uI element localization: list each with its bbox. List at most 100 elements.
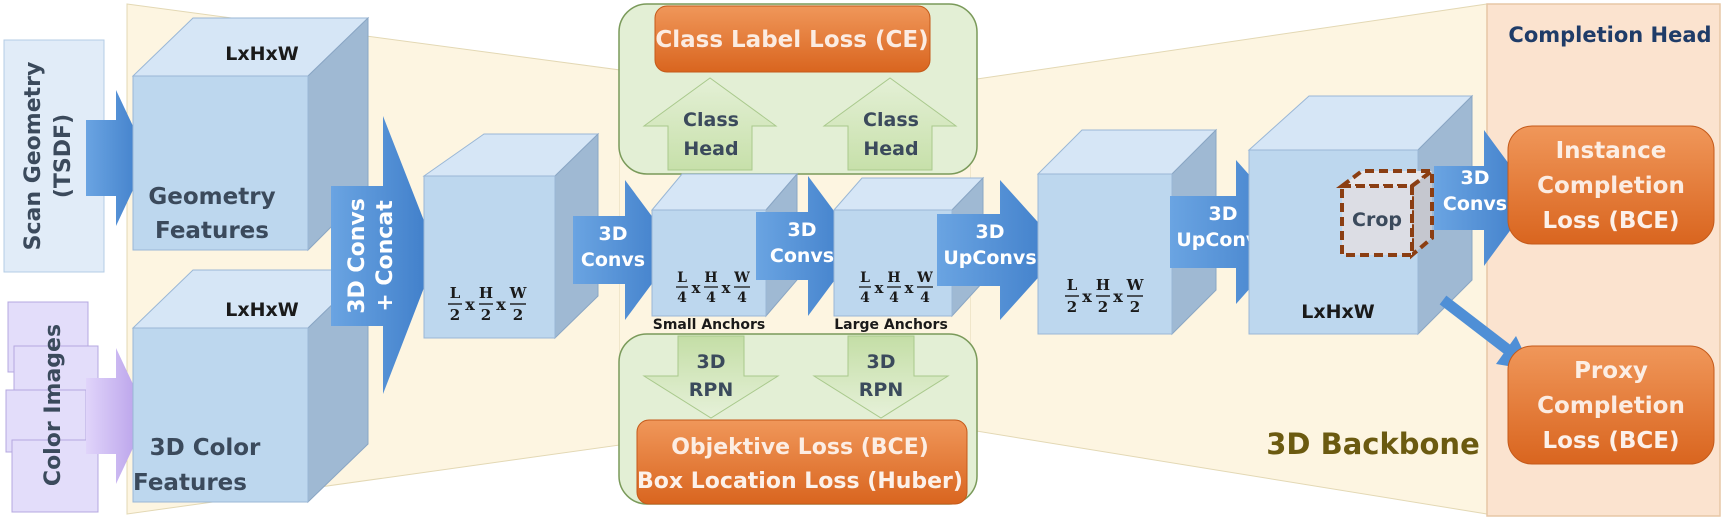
rpn-arrow-1: 3D RPN xyxy=(642,335,780,419)
svg-text:Convs: Convs xyxy=(581,249,645,271)
color-dims-label: LxHxW xyxy=(225,299,299,321)
concat-arrow: 3D Convs + Concat xyxy=(331,116,437,394)
svg-text:W: W xyxy=(509,284,528,302)
svg-text:x: x xyxy=(1113,287,1123,306)
svg-text:H: H xyxy=(887,270,900,286)
color-features-label-2: Features xyxy=(133,470,247,496)
scan-geometry-label-2: (TSDF) xyxy=(51,114,76,198)
svg-text:W: W xyxy=(916,270,933,286)
svg-text:Class: Class xyxy=(683,109,739,131)
svg-text:L: L xyxy=(860,270,870,286)
class-head-arrow-2: Class Head xyxy=(822,77,958,171)
svg-text:x: x xyxy=(496,295,506,314)
svg-text:UpConvs: UpConvs xyxy=(943,247,1036,269)
svg-text:2: 2 xyxy=(450,306,460,324)
svg-text:3D: 3D xyxy=(788,219,817,241)
concat-label-2: + Concat xyxy=(373,200,398,312)
full-res-dims-label: LxHxW xyxy=(1301,301,1375,323)
small-anchors-label: Small Anchors xyxy=(653,317,766,333)
svg-text:3D: 3D xyxy=(867,351,896,373)
crop-label: Crop xyxy=(1352,209,1402,231)
svg-text:L: L xyxy=(677,270,687,286)
quarter-fraction-1: L 4 x H 4 x W 4 xyxy=(676,270,750,306)
svg-text:2: 2 xyxy=(513,306,523,324)
class-head-arrow-1: Class Head xyxy=(642,77,778,171)
concat-label-1: 3D Convs xyxy=(345,198,370,314)
convs-arrow-1: 3D Convs xyxy=(573,180,677,320)
color-features-label-1: 3D Color xyxy=(150,435,261,461)
svg-text:Convs: Convs xyxy=(1443,193,1507,215)
crop-box: Crop xyxy=(1336,167,1438,260)
svg-text:x: x xyxy=(465,295,475,314)
svg-text:4: 4 xyxy=(920,290,930,306)
completion-head-title: Completion Head xyxy=(1508,23,1711,47)
geometry-features-label-2: Features xyxy=(155,218,269,244)
small-anchors-cube: L 4 x H 4 x W 4 xyxy=(650,172,799,318)
svg-text:2: 2 xyxy=(481,306,491,324)
rpn-arrow-2: 3D RPN xyxy=(812,335,950,419)
svg-text:H: H xyxy=(1096,276,1110,294)
box-location-loss-text: Box Location Loss (Huber) xyxy=(637,469,963,494)
svg-text:3D: 3D xyxy=(1461,167,1490,189)
svg-text:Instance: Instance xyxy=(1556,138,1667,164)
instance-completion-loss-box: Instance Completion Loss (BCE) xyxy=(1507,125,1715,245)
svg-text:x: x xyxy=(1082,287,1092,306)
svg-text:3D: 3D xyxy=(599,223,628,245)
svg-text:4: 4 xyxy=(677,290,687,306)
svg-text:UpConvs: UpConvs xyxy=(1176,229,1269,251)
svg-text:H: H xyxy=(704,270,717,286)
proxy-completion-loss-box: Proxy Completion Loss (BCE) xyxy=(1507,345,1715,465)
svg-text:RPN: RPN xyxy=(689,379,733,401)
geometry-features-cube: LxHxW Geometry Features xyxy=(131,16,370,252)
color-images-input: Color Images xyxy=(5,301,99,513)
half-fraction-1: L 2 x H 2 x W 2 xyxy=(448,284,528,324)
svg-text:2: 2 xyxy=(1098,298,1108,316)
svg-text:Convs: Convs xyxy=(770,245,834,267)
svg-text:Head: Head xyxy=(863,138,918,160)
svg-text:4: 4 xyxy=(706,290,716,306)
class-label-loss-text: Class Label Loss (CE) xyxy=(655,27,928,53)
half-fraction-2: L 2 x H 2 x W 2 xyxy=(1065,276,1145,316)
svg-text:H: H xyxy=(479,284,493,302)
svg-text:Loss (BCE): Loss (BCE) xyxy=(1543,428,1680,454)
svg-text:Completion: Completion xyxy=(1537,173,1685,199)
color-images-arrow xyxy=(86,348,148,484)
svg-text:x: x xyxy=(875,279,885,297)
rpn-loss-box: Objektive Loss (BCE) Box Location Loss (… xyxy=(636,419,968,505)
geometry-features-label-1: Geometry xyxy=(148,184,275,210)
svg-text:4: 4 xyxy=(860,290,870,306)
svg-text:2: 2 xyxy=(1067,298,1077,316)
svg-text:3D: 3D xyxy=(1209,203,1238,225)
color-images-label: Color Images xyxy=(41,324,66,486)
objective-loss-text: Objektive Loss (BCE) xyxy=(671,435,929,460)
half-res-cube-1: L 2 x H 2 x W 2 xyxy=(422,132,600,340)
svg-text:L: L xyxy=(450,284,461,302)
svg-text:Head: Head xyxy=(683,138,738,160)
svg-text:L: L xyxy=(1067,276,1078,294)
svg-text:4: 4 xyxy=(889,290,899,306)
svg-text:Proxy: Proxy xyxy=(1574,358,1648,384)
svg-text:4: 4 xyxy=(737,290,747,306)
svg-text:W: W xyxy=(733,270,750,286)
svg-text:RPN: RPN xyxy=(859,379,903,401)
scan-geometry-label-1: Scan Geometry xyxy=(21,62,46,251)
svg-text:Loss (BCE): Loss (BCE) xyxy=(1543,208,1680,234)
svg-text:3D: 3D xyxy=(976,221,1005,243)
class-label-loss-box: Class Label Loss (CE) xyxy=(654,5,931,73)
svg-text:W: W xyxy=(1126,276,1145,294)
svg-text:x: x xyxy=(722,279,732,297)
large-anchors-label: Large Anchors xyxy=(834,317,948,333)
svg-text:Completion: Completion xyxy=(1537,393,1685,419)
upconvs-arrow-1: 3D UpConvs xyxy=(937,180,1063,320)
svg-text:2: 2 xyxy=(1130,298,1140,316)
backbone-title: 3D Backbone xyxy=(1266,427,1480,461)
svg-text:3D: 3D xyxy=(697,351,726,373)
color-features-cube: LxHxW 3D Color Features xyxy=(131,268,370,504)
svg-text:x: x xyxy=(692,279,702,297)
scan-geometry-arrow xyxy=(86,90,148,226)
svg-text:Class: Class xyxy=(863,109,919,131)
svg-text:x: x xyxy=(905,279,915,297)
quarter-fraction-2: L 4 x H 4 x W 4 xyxy=(859,270,933,306)
geometry-dims-label: LxHxW xyxy=(225,43,299,65)
